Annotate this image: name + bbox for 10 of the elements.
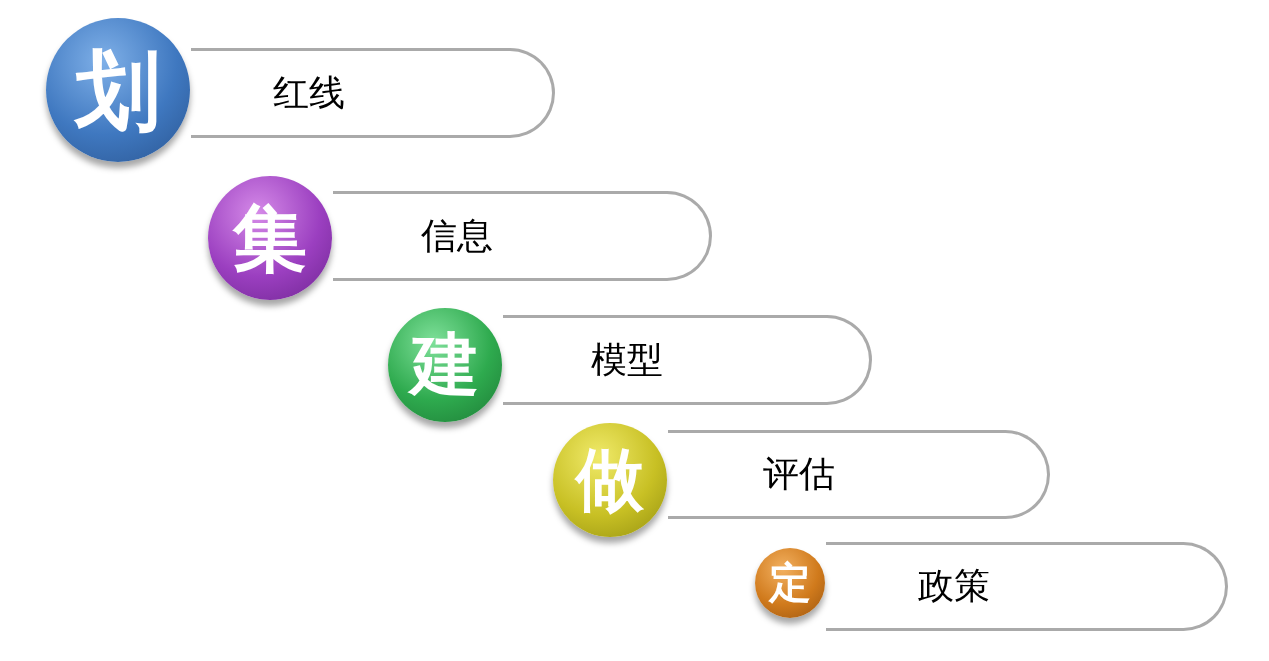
step-circle: 做 xyxy=(553,423,667,537)
step-circle: 定 xyxy=(755,548,825,618)
step-circle: 建 xyxy=(388,308,502,422)
step-bar: 信息 xyxy=(333,191,712,281)
step-bar: 红线 xyxy=(191,48,555,138)
step-bar: 政策 xyxy=(826,542,1228,631)
step-bar: 评估 xyxy=(668,430,1050,519)
step-circle: 划 xyxy=(46,18,190,162)
step-circle: 集 xyxy=(208,176,332,300)
step-bar: 模型 xyxy=(503,315,872,405)
